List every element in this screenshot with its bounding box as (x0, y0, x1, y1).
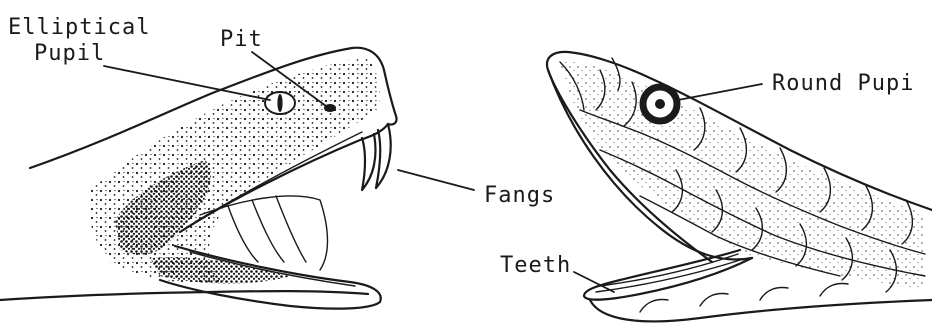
leader-fangs (398, 170, 474, 190)
leader-elliptical-pupil (104, 66, 270, 100)
leader-round-pupil (678, 84, 762, 100)
viper-eye (265, 92, 295, 114)
label-pit: Pit (220, 27, 263, 52)
label-pupil: Pupil (34, 41, 105, 66)
viper-neck-outline (0, 291, 368, 300)
label-elliptical: Elliptical (8, 15, 150, 40)
viper-fang-front (376, 124, 391, 188)
label-teeth: Teeth (500, 253, 571, 278)
colubrid-eye (643, 87, 677, 121)
leader-teeth (574, 272, 614, 292)
viper-head (0, 48, 397, 309)
viper-mouth-folds (228, 196, 306, 262)
label-round-pupil: Round Pupi (772, 71, 914, 96)
viper-fang-back (362, 134, 376, 190)
label-fangs: Fangs (484, 183, 555, 208)
round-pupil (655, 99, 665, 109)
elliptical-pupil (277, 94, 282, 112)
